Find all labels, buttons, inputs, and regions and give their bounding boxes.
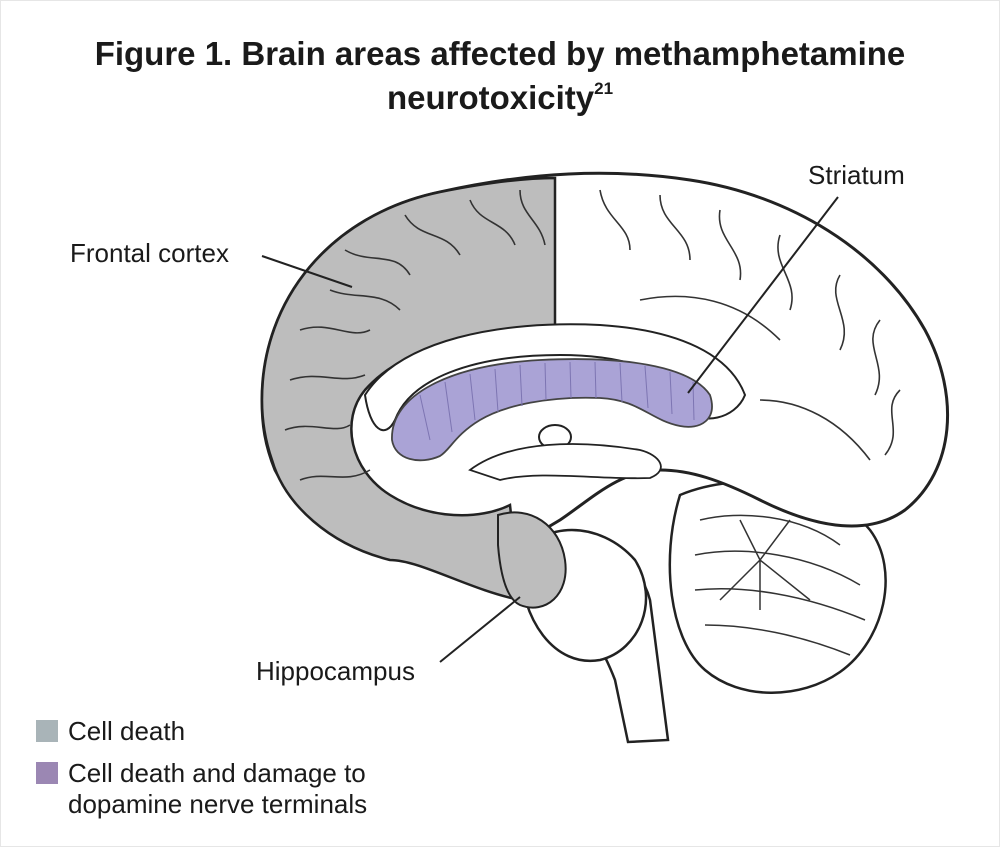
striatum-region — [391, 358, 713, 462]
striatum-hatching — [419, 361, 695, 441]
posterior-gyri — [599, 189, 901, 461]
hippocampus-leader — [439, 596, 521, 663]
legend-text-cell-death: Cell death — [68, 716, 186, 746]
cerebellum — [668, 480, 887, 694]
title-line-1: Figure 1. Brain areas affected by metham… — [94, 35, 906, 72]
title-superscript: 21 — [594, 79, 614, 98]
frontal-cortex-label: Frontal cortex — [70, 238, 229, 268]
frontal-gyri — [284, 189, 546, 481]
legend-swatch-dopamine-damage — [36, 762, 58, 784]
title-line-2: neurotoxicity21 — [0, 76, 1000, 120]
striatum-leader — [687, 196, 839, 394]
frontal-cortex-region — [260, 176, 557, 602]
fornix — [468, 443, 662, 481]
hippocampus-region — [497, 511, 567, 609]
legend-text-dopamine-damage-line-2: dopamine nerve terminals — [68, 789, 368, 819]
striatum-label: Striatum — [808, 160, 905, 190]
legend-text-dopamine-damage-line-1: Cell death and damage to — [68, 758, 366, 788]
legend-swatch-cell-death — [36, 720, 58, 742]
title-line-2-text: neurotoxicity — [386, 79, 595, 116]
hippocampus-label: Hippocampus — [256, 656, 415, 686]
frontal-cortex-leader — [261, 255, 353, 288]
figure-title: Figure 1. Brain areas affected by metham… — [0, 32, 1000, 120]
